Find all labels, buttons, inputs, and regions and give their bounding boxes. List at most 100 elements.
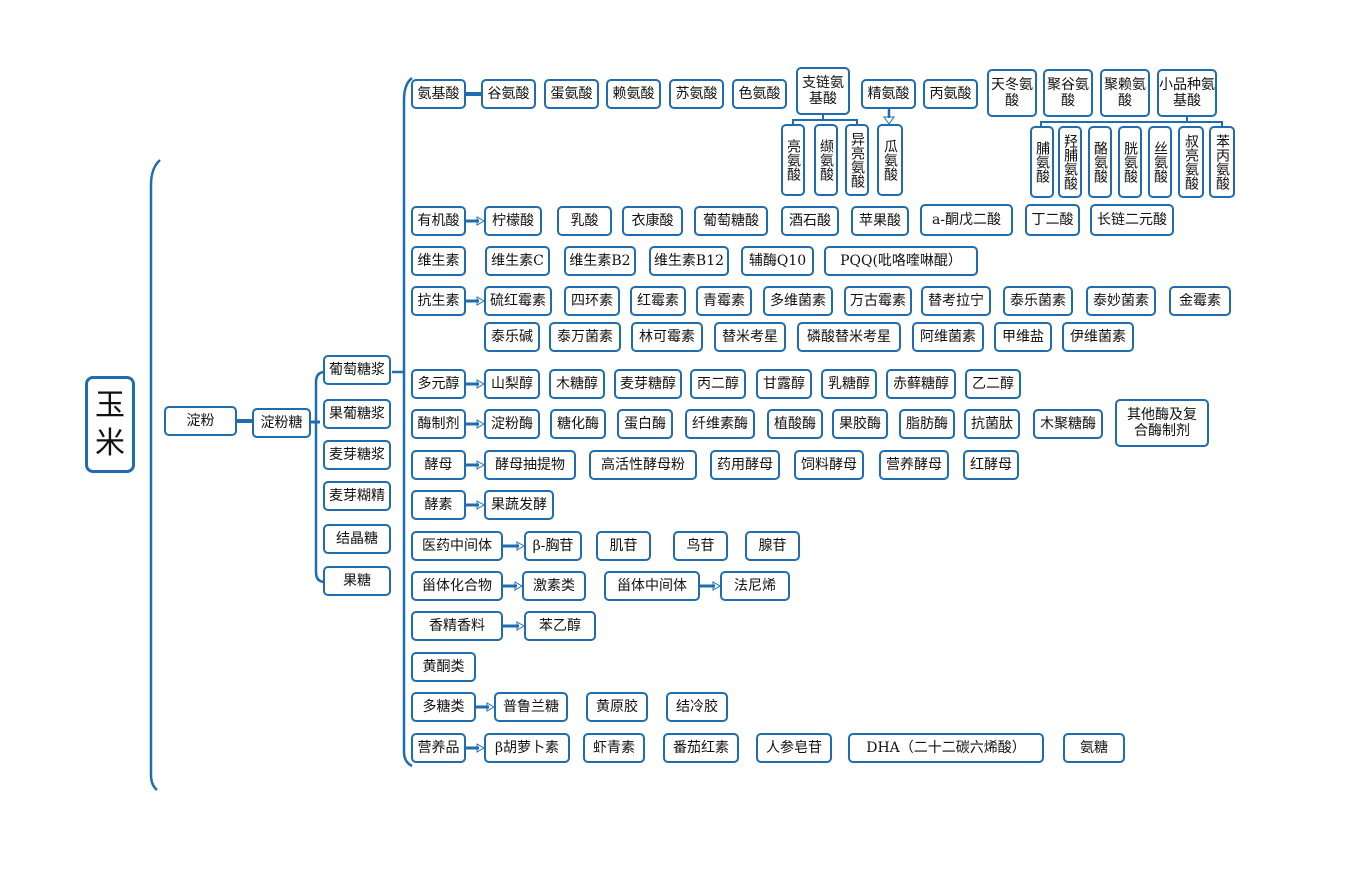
antibiotic-item: 万古霉素: [844, 286, 912, 316]
organic-acid-item: 丁二酸: [1025, 204, 1080, 236]
antibiotic-item: 替考拉宁: [921, 286, 991, 316]
organic-acid-item: 苹果酸: [851, 206, 909, 236]
yeast-item: 高活性酵母粉: [589, 450, 697, 480]
small-amino-child: 丝氨酸: [1148, 126, 1172, 198]
amino-item: 天冬氨酸: [987, 69, 1037, 117]
arrow-head: [516, 541, 526, 551]
cat-organic-acid: 有机酸: [411, 206, 466, 236]
organic-acid-item: 酒石酸: [781, 206, 839, 236]
pharma-item: 肌苷: [596, 531, 651, 561]
arrow-head: [476, 500, 486, 510]
flavor-item: 苯乙醇: [524, 611, 596, 641]
polysaccharide-item: 结冷胶: [666, 692, 728, 722]
arrow-head: [476, 419, 486, 429]
small-amino-child: 脯氨酸: [1030, 126, 1054, 198]
arrow-head: [883, 116, 895, 125]
amino-item-bcaa: 支链氨基酸: [796, 67, 850, 115]
polyol-item: 山梨醇: [484, 369, 540, 399]
starch-node: 淀粉: [164, 406, 237, 436]
vitamin-item: PQQ(吡咯喹啉醌）: [824, 246, 978, 276]
cat-ferment-enzyme: 酵素: [411, 490, 466, 520]
amino-item: 苏氨酸: [669, 79, 724, 109]
antibiotic-item: 青霉素: [696, 286, 752, 316]
antibiotic-item: 替米考星: [714, 322, 786, 352]
sugar-hfcs: 果葡糖浆: [323, 399, 391, 429]
antibiotic-item: 四环素: [564, 286, 620, 316]
nutrition-item: 番茄红素: [663, 733, 739, 763]
enzyme-prep-item: 果胶酶: [832, 409, 888, 439]
amino-item: 丙氨酸: [923, 79, 978, 109]
antibiotic-item: 多维菌素: [763, 286, 833, 316]
nutrition-item: 虾青素: [583, 733, 645, 763]
sugar-crystal: 结晶糖: [323, 524, 391, 554]
polyol-item: 乳糖醇: [821, 369, 877, 399]
cat-flavor: 香精香料: [411, 611, 503, 641]
antibiotic-item: 甲维盐: [994, 322, 1052, 352]
arrow-head: [476, 296, 486, 306]
cat-polyol: 多元醇: [411, 369, 466, 399]
amino-item: 聚赖氨酸: [1100, 69, 1150, 117]
arrow-head: [476, 460, 486, 470]
small-amino-child: 苯丙氨酸: [1209, 126, 1235, 198]
category-bracket: [402, 77, 413, 768]
amino-item: 赖氨酸: [606, 79, 661, 109]
organic-acid-item: a-酮戊二酸: [920, 204, 1013, 236]
antibiotic-item: 金霉素: [1169, 286, 1231, 316]
polysaccharide-item: 普鲁兰糖: [494, 692, 568, 722]
steroid-intermediate: 甾体中间体: [604, 571, 700, 601]
antibiotic-item: 泰妙菌素: [1086, 286, 1156, 316]
polyol-item: 丙二醇: [690, 369, 746, 399]
yeast-item: 酵母抽提物: [484, 450, 576, 480]
sugar-fructose: 果糖: [323, 566, 391, 596]
bcaa-child: 异亮氨酸: [845, 124, 869, 196]
steroid-farnesene: 法尼烯: [720, 571, 790, 601]
amino-item: 蛋氨酸: [544, 79, 599, 109]
vitamin-item: 维生素C: [485, 246, 550, 276]
arrow-head: [486, 702, 496, 712]
root-bracket: [149, 159, 161, 791]
cat-pharma-intermediate: 医药中间体: [411, 531, 503, 561]
sugar-maltose-syrup: 麦芽糖浆: [323, 440, 391, 470]
small-amino-child: 胱氨酸: [1118, 126, 1142, 198]
cat-steroid: 甾体化合物: [411, 571, 503, 601]
small-amino-child: 酪氨酸: [1088, 126, 1112, 198]
pharma-item: β-胸苷: [524, 531, 582, 561]
nutrition-item: β胡萝卜素: [484, 733, 570, 763]
polyol-item: 赤藓糖醇: [886, 369, 956, 399]
amino-item: 色氨酸: [732, 79, 787, 109]
arrow-head: [514, 581, 524, 591]
yeast-item: 红酵母: [963, 450, 1019, 480]
small-amino-bracket: [1040, 121, 1223, 127]
arrow-head: [476, 743, 486, 753]
enzyme-prep-item: 植酸酶: [767, 409, 823, 439]
polyol-item: 乙二醇: [965, 369, 1021, 399]
root-corn: 玉米: [85, 376, 135, 473]
polyol-item: 木糖醇: [549, 369, 605, 399]
polyol-item: 甘露醇: [756, 369, 812, 399]
antibiotic-item: 伊维菌素: [1062, 322, 1134, 352]
organic-acid-item: 衣康酸: [622, 206, 683, 236]
cat-flavonoid: 黄酮类: [411, 652, 476, 682]
antibiotic-item: 林可霉素: [631, 322, 703, 352]
arginine-child: 瓜氨酸: [877, 124, 903, 196]
antibiotic-item: 阿维菌素: [912, 322, 984, 352]
cat-nutrition: 营养品: [411, 733, 466, 763]
enzyme-prep-item: 淀粉酶: [484, 409, 540, 439]
organic-acid-item: 长链二元酸: [1090, 204, 1174, 236]
cat-polysaccharide: 多糖类: [411, 692, 476, 722]
enzyme-prep-item: 木聚糖酶: [1033, 409, 1103, 439]
enzyme-prep-item: 蛋白酶: [617, 409, 673, 439]
antibiotic-item: 硫红霉素: [484, 286, 552, 316]
antibiotic-item: 泰乐菌素: [1003, 286, 1073, 316]
antibiotic-item: 泰乐碱: [484, 322, 540, 352]
enzyme-prep-item: 其他酶及复合酶制剂: [1115, 399, 1209, 447]
arrow-head: [712, 581, 722, 591]
sugar-bracket: [314, 370, 326, 584]
cat-vitamin: 维生素: [411, 246, 466, 276]
antibiotic-item: 红霉素: [630, 286, 686, 316]
vitamin-item: 维生素B12: [649, 246, 729, 276]
enzyme-prep-item: 脂肪酶: [899, 409, 955, 439]
nutrition-item: DHA（二十二碳六烯酸）: [848, 733, 1044, 763]
yeast-item: 营养酵母: [879, 450, 949, 480]
sugar-maltodextrin: 麦芽糊精: [323, 481, 391, 511]
